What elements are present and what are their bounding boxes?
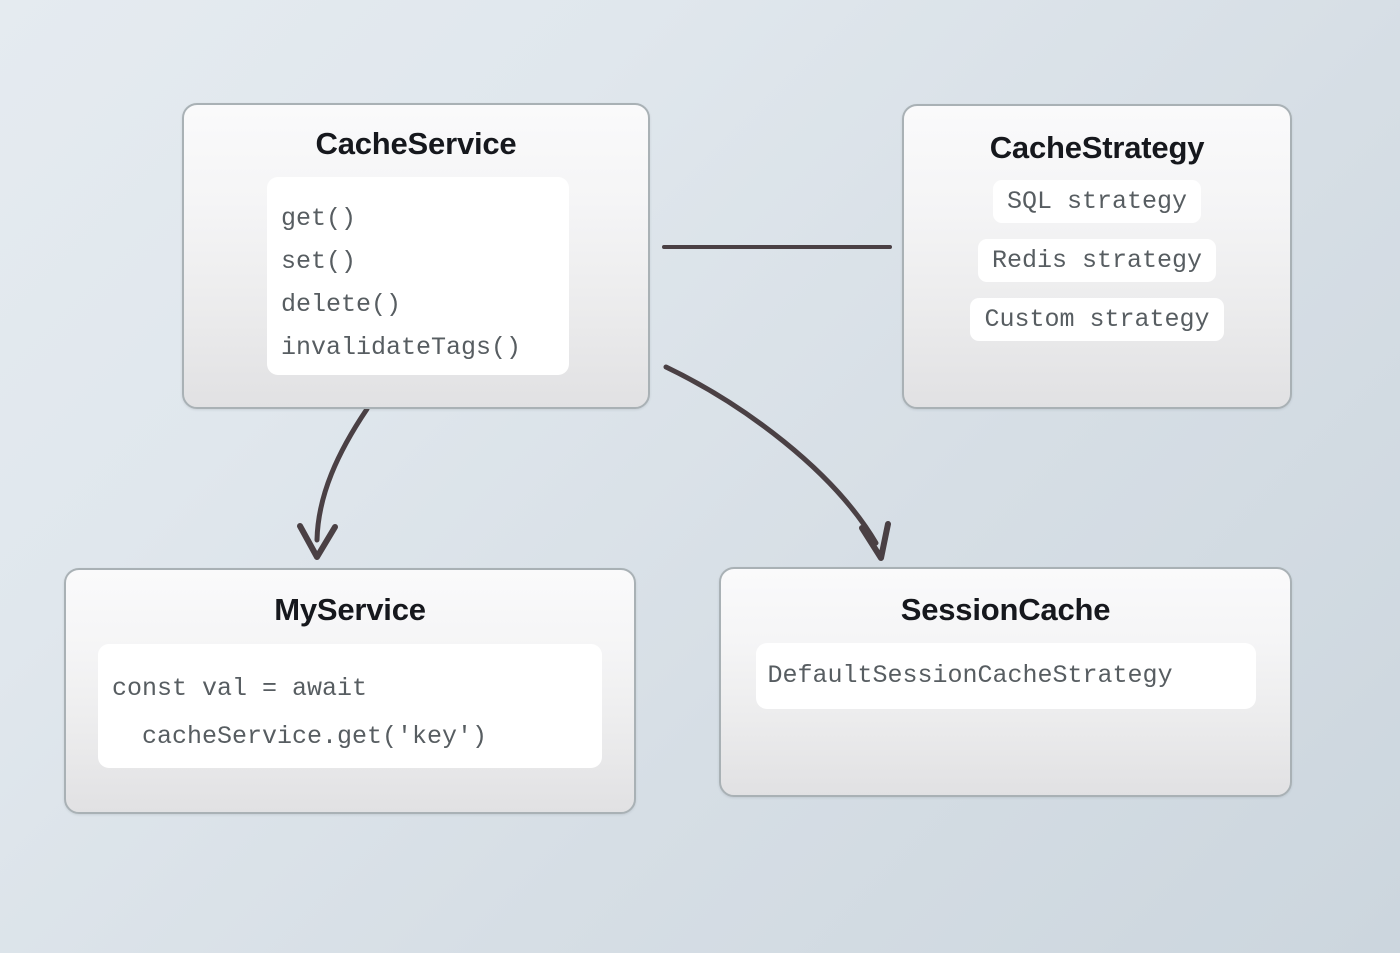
node-sessioncache-title: SessionCache	[900, 592, 1111, 627]
strategy-pill-sql[interactable]: SQL strategy	[992, 180, 1202, 223]
node-cacheservice-methods: get() set() delete() invalidateTags()	[267, 177, 569, 375]
node-myservice-title: MyService	[274, 592, 426, 627]
strategy-pill-custom[interactable]: Custom strategy	[970, 298, 1224, 341]
node-sessioncache[interactable]: SessionCache DefaultSessionCacheStrategy	[719, 567, 1292, 797]
node-cachestrategy-title: CacheStrategy	[989, 130, 1205, 165]
node-cacheservice-title: CacheService	[315, 126, 517, 161]
node-cacheservice[interactable]: CacheService get() set() delete() invali…	[182, 103, 650, 409]
strategy-pill-redis[interactable]: Redis strategy	[977, 239, 1217, 282]
node-myservice[interactable]: MyService const val = await cacheService…	[64, 568, 636, 814]
edge-cacheservice-to-myservice	[297, 406, 370, 560]
node-myservice-code: const val = await cacheService.get('key'…	[98, 644, 602, 768]
strategy-pill-list: SQL strategy Redis strategy Custom strat…	[904, 180, 1290, 341]
node-cachestrategy[interactable]: CacheStrategy SQL strategy Redis strateg…	[902, 104, 1292, 409]
node-sessioncache-code: DefaultSessionCacheStrategy	[755, 643, 1256, 709]
edge-cacheservice-to-sessioncache	[663, 364, 891, 561]
